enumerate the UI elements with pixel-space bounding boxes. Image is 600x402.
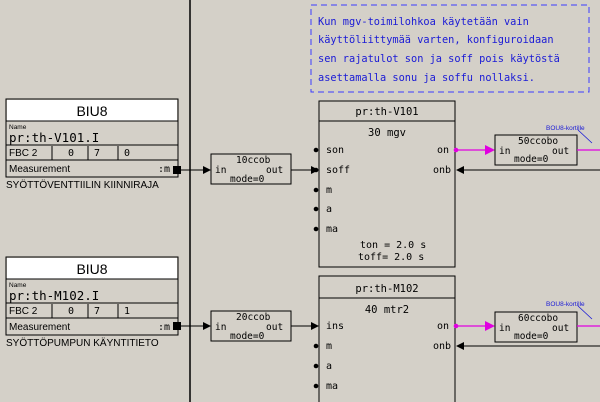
biu-name: pr:th-V101.I	[9, 130, 99, 145]
fb-frame	[318, 100, 456, 268]
fb-input-a: a	[326, 204, 332, 215]
name-label: Name	[9, 282, 27, 289]
fb-input-son: son	[326, 145, 344, 156]
fb-output-onb: onb	[433, 165, 451, 176]
ccobo-out: out	[552, 146, 569, 157]
ccobo-tag: BOU8-kortille	[546, 301, 585, 308]
tag-leader	[577, 129, 593, 144]
ccobo-block-2[interactable]: 60ccobo in out mode=0	[494, 311, 578, 343]
output-port[interactable]	[453, 147, 459, 153]
ccobo-in: in	[499, 146, 510, 157]
arrow-head	[311, 322, 319, 330]
fbc-field: 7	[94, 306, 100, 317]
input-port[interactable]	[313, 206, 319, 212]
arrow-head	[203, 322, 211, 330]
biu-type: BIU8	[76, 261, 107, 277]
input-port[interactable]	[313, 363, 319, 369]
ccobo-tag: BOU8-kortille	[546, 125, 585, 132]
arrow-head	[456, 342, 464, 350]
arrow-head	[485, 321, 495, 331]
fb-input-ins: ins	[326, 321, 344, 332]
biu-name: pr:th-M102.I	[9, 288, 99, 303]
measurement-label: Measurement	[9, 164, 70, 175]
arrow-head	[203, 166, 211, 174]
ccob-out: out	[266, 165, 283, 176]
ccobo-name: 50ccobo	[518, 136, 558, 147]
ccob-in: in	[215, 322, 226, 333]
fb-input-a: a	[326, 361, 332, 372]
measurement-label: Measurement	[9, 322, 70, 333]
fb-type: 40 mtr2	[365, 304, 409, 316]
biu-type: BIU8	[76, 103, 107, 119]
ccobo-out: out	[552, 323, 569, 334]
fb-output-onb: onb	[433, 341, 451, 352]
output-label: :m	[158, 322, 170, 333]
biu-header	[7, 100, 177, 121]
fb-input-soff: soff	[326, 165, 350, 176]
name-label: Name	[9, 124, 27, 131]
note-box[interactable]: Kun mgv-toimilohkoa käytetään vain käytt…	[310, 4, 590, 93]
ccobo-name: 60ccobo	[518, 313, 558, 324]
fbc-field: 0	[124, 148, 130, 159]
fbc-field: 1	[124, 306, 130, 317]
note-line: asettamalla sonu ja soffu nollaksi.	[318, 72, 535, 84]
fbc-field: 0	[68, 306, 74, 317]
fb-frame	[318, 275, 456, 402]
ccob-frame	[210, 153, 292, 185]
output-label: :m	[158, 164, 170, 175]
ccob-out: out	[266, 322, 283, 333]
ccobo-in: in	[499, 323, 510, 334]
fb-param: ton = 2.0 s	[360, 240, 426, 251]
input-port[interactable]	[313, 226, 319, 232]
input-port[interactable]	[313, 167, 319, 173]
tag-leader	[577, 305, 593, 320]
fbc-label: FBC 2	[9, 306, 38, 317]
fb-input-ma: ma	[326, 381, 338, 392]
note-line: käyttöliittymää varten, konfiguroidaan	[318, 34, 554, 46]
input-port[interactable]	[313, 187, 319, 193]
output-port[interactable]	[173, 166, 181, 174]
ccob-mode: mode=0	[230, 331, 265, 342]
output-port[interactable]	[173, 322, 181, 330]
mtr2-function-block[interactable]: pr:th-M102 40 mtr2 ins m a ma on onb	[313, 275, 456, 402]
input-port[interactable]	[313, 147, 319, 153]
arrow-head	[456, 166, 464, 174]
fb-output-on: on	[437, 145, 449, 156]
fbc-label: FBC 2	[9, 148, 38, 159]
biu-block-2[interactable]: BIU8 Name pr:th-M102.I FBC 2 0 7 1 Measu…	[5, 256, 181, 336]
ccob-block-1[interactable]: 10ccob in out mode=0	[210, 153, 292, 185]
input-port[interactable]	[313, 383, 319, 389]
fbc-field: 0	[68, 148, 74, 159]
ccob-in: in	[215, 165, 226, 176]
biu-header	[7, 258, 177, 279]
fb-type: 30 mgv	[368, 127, 406, 139]
fb-input-m: m	[326, 185, 332, 196]
fb-param: toff= 2.0 s	[358, 252, 424, 263]
arrow-head	[485, 145, 495, 155]
fb-title: pr:th-V101	[355, 106, 418, 118]
fb-title: pr:th-M102	[355, 283, 418, 295]
ccob-mode: mode=0	[230, 174, 265, 185]
mgv-function-block[interactable]: pr:th-V101 30 mgv son soff m a ma on onb…	[313, 100, 456, 268]
ccobo-mode: mode=0	[514, 331, 549, 342]
fb-input-ma: ma	[326, 224, 338, 235]
fbc-field: 7	[94, 148, 100, 159]
note-line: Kun mgv-toimilohkoa käytetään vain	[318, 16, 529, 28]
biu-block-1[interactable]: BIU8 Name pr:th-V101.I FBC 2 0 7 0 Measu…	[5, 98, 181, 178]
input-port[interactable]	[313, 343, 319, 349]
ccobo-mode: mode=0	[514, 154, 549, 165]
biu-description: SYÖTTÖVENTTIILIN KIINNIRAJA	[6, 179, 159, 191]
ccobo-frame	[494, 311, 578, 343]
output-port[interactable]	[453, 323, 459, 329]
biu-description: SYÖTTÖPUMPUN KÄYNTITIETO	[6, 337, 159, 349]
note-border	[310, 4, 590, 93]
ccob-name: 10ccob	[236, 155, 271, 166]
ccob-name: 20ccob	[236, 312, 271, 323]
fb-output-on: on	[437, 321, 449, 332]
fb-input-m: m	[326, 341, 332, 352]
note-line: sen rajatulot son ja soff pois käytöstä	[318, 53, 560, 65]
